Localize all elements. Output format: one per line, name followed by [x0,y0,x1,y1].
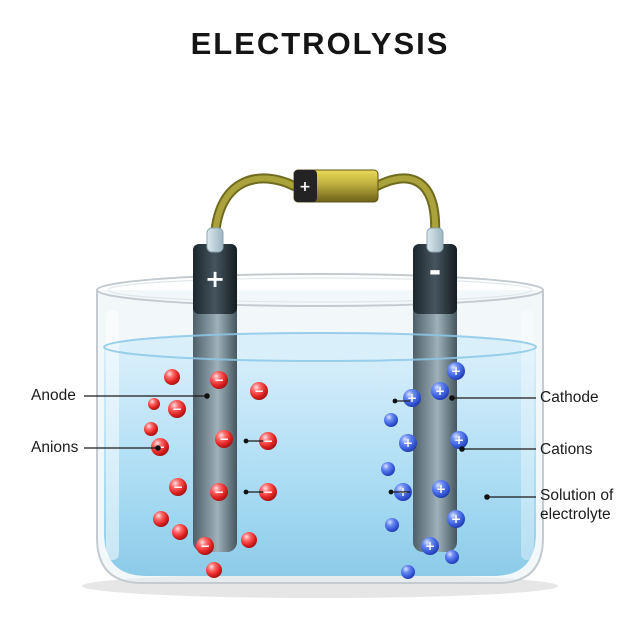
anion-particle-charge: − [214,485,224,499]
beaker-rim [96,273,544,307]
anion-particle [210,371,228,389]
cation-particle-charge: + [436,482,446,496]
anion-particle-charge: − [172,402,182,416]
anion-particle-charge: − [219,432,229,446]
cations-group: +++++++++ [381,362,468,579]
anion-particle [164,369,180,385]
anion-particle-charge: − [254,384,264,398]
cation-particle [450,431,468,449]
beaker-rim-inner [107,277,533,303]
cation-particle-charge: + [451,512,461,526]
anions-group: −−−−−−−−−− [144,369,277,578]
anion-particle [241,532,257,548]
cation-particle [447,510,465,528]
cation-particle-charge: + [425,539,435,553]
anion-particle [148,398,160,410]
page-title: ELECTROLYSIS [190,26,450,61]
anion-particle-charge: − [263,434,273,448]
anode-electrode [193,300,237,552]
cation-particle [445,550,459,564]
anode-connector-cap [206,227,224,253]
cation-particle [403,389,421,407]
anion-particle [196,537,214,555]
cathode-connector-cap [426,227,444,253]
cation-particle [421,537,439,555]
anion-particle [168,400,186,418]
battery-plus-sign: + [299,179,311,195]
label-anions: Anions [31,439,79,456]
anion-particle [250,382,268,400]
glass-highlight-left [106,310,119,560]
anion-particle [215,430,233,448]
anion-particle [153,511,169,527]
anion-particle-charge: − [263,485,273,499]
label-cathode: Cathode [540,389,599,406]
label-leader-lines [84,393,536,500]
flow-lines [243,398,410,495]
cation-particle-charge: + [407,391,417,405]
anion-particle [169,478,187,496]
cation-particle-charge: + [403,436,413,450]
cation-particle-charge: + [435,384,445,398]
wire-left [210,173,299,241]
cation-particle [381,462,395,476]
anion-particle [259,432,277,450]
cation-particle [401,565,415,579]
cathode-sign: - [429,254,441,289]
anion-particle [259,483,277,501]
battery: + [293,169,379,203]
cation-particle [447,362,465,380]
cation-particle [384,413,398,427]
anion-particle [210,483,228,501]
cation-particle [385,518,399,532]
anion-particle [144,422,158,436]
anion-particle-charge: − [200,539,210,553]
anion-particle [206,562,222,578]
cathode-electrode-top [413,244,457,314]
anion-particle-charge: − [214,373,224,387]
anion-particle-charge: − [173,480,183,494]
cation-particle-charge: + [451,364,461,378]
cation-particle [399,434,417,452]
glass-highlight-right [521,310,534,560]
label-cations: Cations [540,441,593,458]
wire-right [372,173,441,241]
cation-particle [432,480,450,498]
label-anode: Anode [31,387,76,404]
cation-particle [431,382,449,400]
water-line [103,332,537,362]
anode-electrode-top [193,244,237,314]
cation-particle-charge: + [454,433,464,447]
anion-particle [172,524,188,540]
label-solution-of-electrolyte: Solution of electrolyte [540,487,614,524]
anode-sign: + [205,265,225,293]
